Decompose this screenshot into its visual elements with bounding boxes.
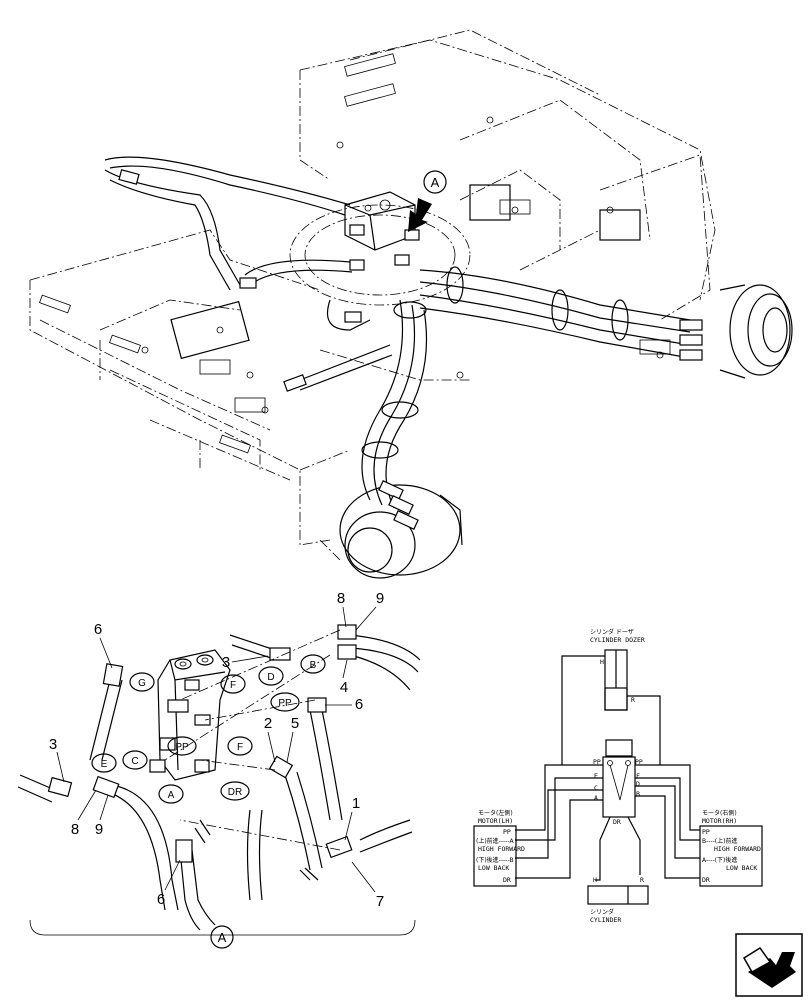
port-label-DR: DR — [220, 781, 250, 801]
view-a-label: A — [431, 175, 440, 190]
view-a-arrow: A — [408, 170, 447, 232]
callout-9: 9 — [95, 821, 103, 838]
callout-2: 2 — [264, 715, 272, 732]
svg-text:H: H — [600, 658, 604, 666]
svg-text:シリンダ ドーザ: シリンダ ドーザ — [590, 628, 634, 636]
svg-text:G: G — [138, 678, 146, 689]
svg-text:R: R — [640, 876, 644, 884]
swivel-joint — [344, 191, 420, 271]
svg-text:D: D — [267, 672, 274, 683]
callout-5: 5 — [291, 715, 299, 732]
svg-text:DR: DR — [228, 787, 242, 798]
svg-text:CYLINDER DOZER: CYLINDER DOZER — [590, 636, 645, 644]
svg-text:F: F — [237, 742, 243, 753]
port-label-F1: F — [220, 674, 246, 694]
svg-text:CYLINDER: CYLINDER — [590, 916, 621, 924]
undercarriage-frame — [29, 29, 716, 561]
svg-text:B: B — [310, 660, 317, 671]
svg-text:PP: PP — [278, 698, 292, 709]
svg-text:A: A — [594, 794, 598, 802]
svg-text:B----(上)前進: B----(上)前進 — [702, 837, 737, 845]
svg-text:LOW BACK: LOW BACK — [478, 864, 509, 872]
svg-text:B: B — [636, 790, 640, 798]
callout-8: 8 — [337, 590, 345, 607]
svg-text:R: R — [631, 696, 635, 704]
svg-text:D: D — [636, 780, 640, 788]
svg-text:PP: PP — [503, 828, 511, 836]
port-label-G: G — [129, 672, 155, 692]
svg-text:(上)前進-----A: (上)前進-----A — [476, 837, 515, 845]
port-label-C: C — [122, 750, 148, 770]
svg-text:E: E — [594, 772, 598, 780]
svg-text:DR: DR — [503, 876, 511, 884]
travel-motor-left — [339, 484, 463, 579]
view-a-detail-label: A — [218, 930, 227, 945]
detail-view-a — [17, 624, 421, 931]
svg-text:PP: PP — [635, 758, 643, 766]
svg-text:MOTOR(RH): MOTOR(RH) — [702, 817, 737, 825]
port-label-PP2: PP — [167, 736, 197, 756]
port-label-F2: F — [227, 736, 253, 756]
callout-6: 6 — [157, 891, 165, 908]
view-a-bracket: A — [29, 919, 416, 949]
svg-text:MOTOR(LH): MOTOR(LH) — [478, 817, 513, 825]
port-label-E: E — [91, 753, 117, 773]
callout-6: 6 — [94, 621, 102, 638]
travel-motor-right — [719, 284, 793, 379]
callout-3: 3 — [49, 736, 57, 753]
port-label-D: D — [258, 666, 284, 686]
port-label-PP1: PP — [270, 692, 300, 712]
callout-8: 8 — [71, 821, 79, 838]
svg-text:シリンダ: シリンダ — [590, 908, 614, 916]
svg-text:HIGH FORWARD: HIGH FORWARD — [478, 845, 525, 853]
svg-text:A: A — [168, 790, 175, 801]
svg-text:E: E — [101, 759, 108, 770]
hose-bundle — [104, 156, 703, 530]
callout-1: 1 — [352, 795, 360, 812]
svg-text:HIGH FORWARD: HIGH FORWARD — [714, 845, 761, 853]
svg-text:H: H — [593, 876, 597, 884]
hydraulic-schematic: シリンダ ドーザ CYLINDER DOZER H R PP PP E F C … — [473, 628, 763, 924]
callout-9: 9 — [376, 590, 384, 607]
svg-text:F: F — [230, 680, 236, 691]
svg-text:LOW BACK: LOW BACK — [726, 864, 757, 872]
port-label-B: B — [300, 654, 326, 674]
svg-text:A----(下)後進: A----(下)後進 — [702, 856, 737, 864]
svg-text:F: F — [636, 772, 640, 780]
callout-6: 6 — [355, 696, 363, 713]
svg-text:モータ(左側): モータ(左側) — [478, 809, 513, 817]
next-page-icon[interactable] — [735, 933, 803, 997]
port-label-A: A — [158, 784, 184, 804]
swivel-joint-detail — [149, 649, 231, 781]
callout-3: 3 — [222, 654, 230, 671]
svg-text:DR: DR — [613, 818, 621, 826]
svg-text:C: C — [131, 756, 138, 767]
svg-text:DR: DR — [702, 876, 710, 884]
callout-7: 7 — [376, 893, 384, 910]
svg-text:PP: PP — [593, 758, 601, 766]
svg-text:PP: PP — [175, 742, 189, 753]
svg-text:(下)後進-----B: (下)後進-----B — [476, 856, 514, 864]
svg-text:PP: PP — [702, 828, 710, 836]
svg-text:C: C — [594, 784, 598, 792]
svg-text:モータ(右側): モータ(右側) — [702, 809, 737, 817]
callout-4: 4 — [340, 679, 348, 696]
